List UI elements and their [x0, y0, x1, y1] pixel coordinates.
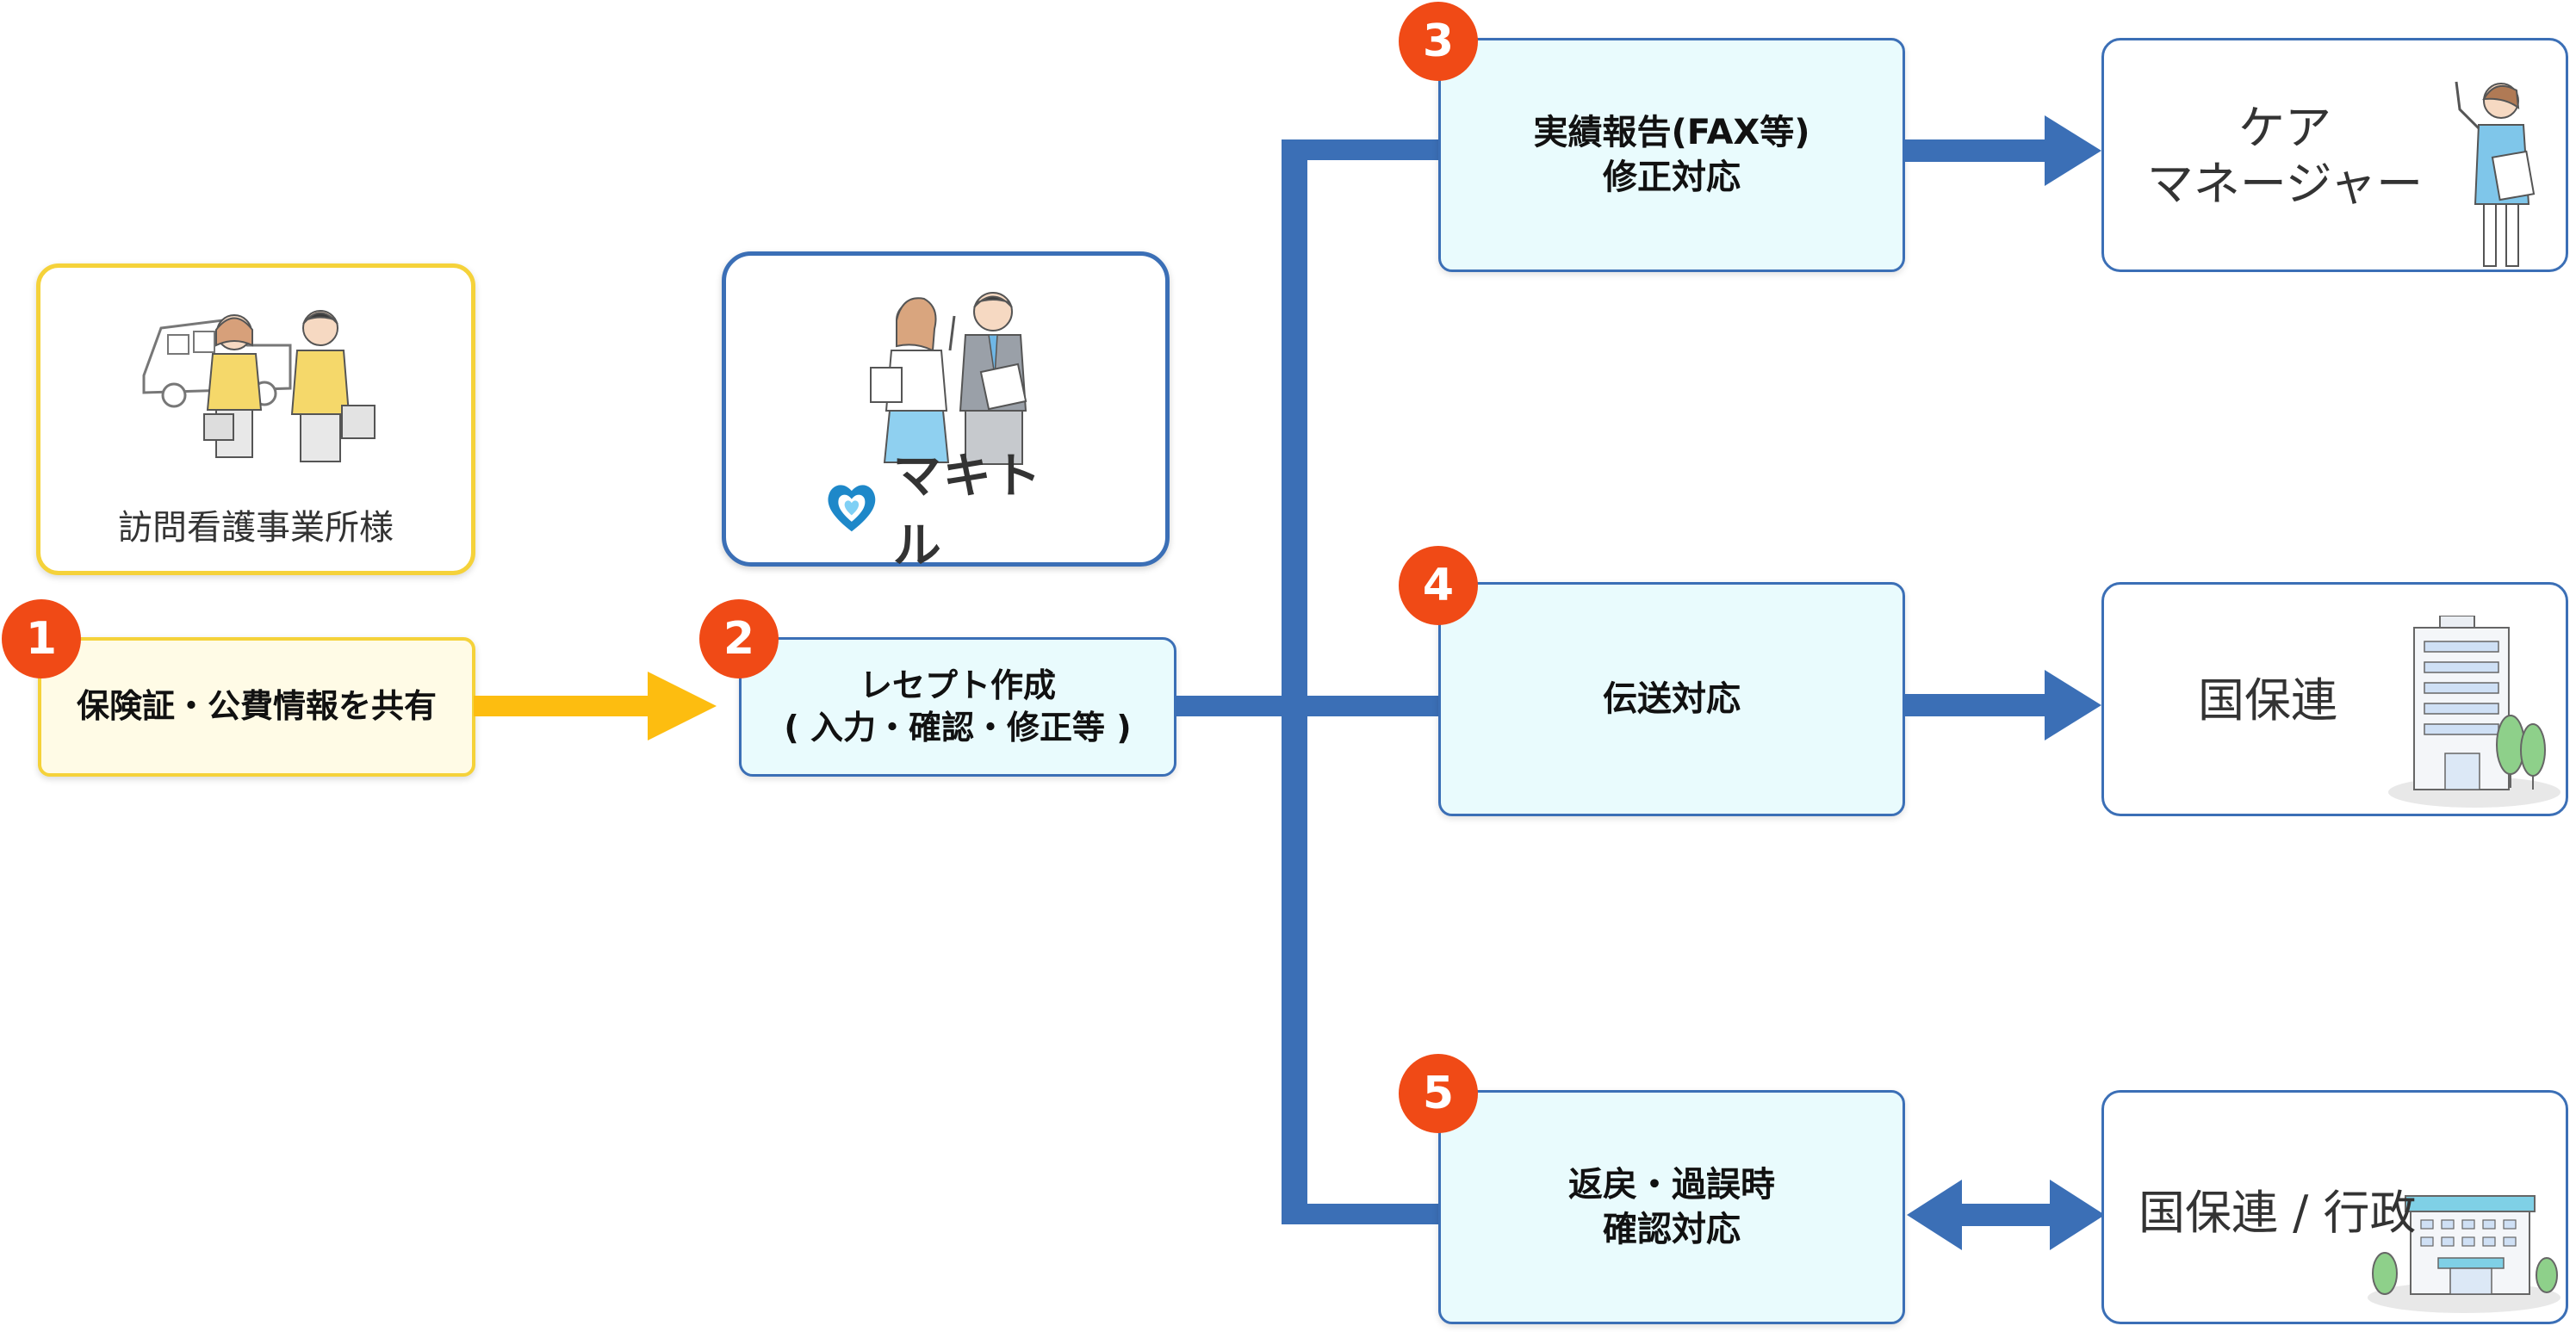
kokuhoren-gyosei-label: 国保連 / 行政 [2138, 1185, 2417, 1240]
kokuhoren-card: 国保連 [2101, 582, 2568, 816]
step-badge-1: 1 [2, 599, 81, 678]
share-insurance-info-box: 保険証・公費情報を共有 [38, 637, 475, 777]
return-error-box: 返戻・過誤時 確認対応 [1438, 1090, 1905, 1324]
government-building-illustration [2368, 1195, 2560, 1313]
receipt-creation-line2: ( 入力・確認・修正等 ) [784, 709, 1132, 747]
step-badge-2: 2 [699, 599, 779, 678]
makitoru-card: マキトル [722, 251, 1170, 574]
receipt-creation-box: レセプト作成 ( 入力・確認・修正等 ) [739, 637, 1176, 777]
care-manager-line2: マネージャー [2146, 157, 2424, 211]
transmission-box: 伝送対応 [1438, 582, 1905, 816]
arrow-bidirectional-kokuhoren-gyosei [1907, 1180, 2105, 1250]
share-insurance-info-label: 保険証・公費情報を共有 [76, 687, 437, 726]
arrow-to-kokuhoren [1905, 670, 2101, 740]
makitoru-logo-text: マキトル [892, 449, 1043, 574]
arrow-to-care-manager [1905, 115, 2101, 186]
office-card: 訪問看護事業所様 [36, 263, 475, 575]
connector-to-step5 [1282, 1204, 1440, 1224]
connector-vertical-trunk [1282, 139, 1307, 1224]
care-manager-card: ケア マネージャー [2101, 38, 2568, 272]
office-label: 訪問看護事業所様 [118, 508, 394, 548]
makitoru-heart-logo [828, 485, 876, 532]
performance-report-box: 実績報告(FAX等) 修正対応 [1438, 38, 1905, 272]
connector-from-receipt [1176, 696, 1440, 716]
nurses-with-car-illustration [142, 310, 376, 462]
transmission-label: 伝送対応 [1603, 679, 1741, 719]
connector-to-step3 [1282, 139, 1440, 160]
kokuhoren-gyosei-card: 国保連 / 行政 [2101, 1090, 2568, 1324]
step-badge-4: 4 [1399, 546, 1478, 625]
care-manager-line1: ケア [2238, 101, 2331, 156]
return-error-line2: 確認対応 [1603, 1210, 1741, 1249]
return-error-line1: 返戻・過誤時 [1568, 1165, 1775, 1205]
receipt-creation-line1: レセプト作成 [859, 666, 1056, 704]
care-manager-person-illustration [2455, 81, 2536, 267]
arrow-share-to-receipt [474, 672, 717, 740]
step-badge-3: 3 [1399, 2, 1478, 81]
office-building-illustration [2388, 616, 2560, 808]
care-manager-label: ケア マネージャー [2130, 92, 2440, 221]
staff-pair-illustration [870, 292, 1027, 465]
makitoru-logo: マキトル [822, 449, 1081, 574]
performance-report-line2: 修正対応 [1603, 158, 1741, 197]
kokuhoren-label: 国保連 [2198, 672, 2337, 728]
step-badge-5: 5 [1399, 1054, 1478, 1133]
performance-report-line1: 実績報告(FAX等) [1533, 113, 1810, 152]
